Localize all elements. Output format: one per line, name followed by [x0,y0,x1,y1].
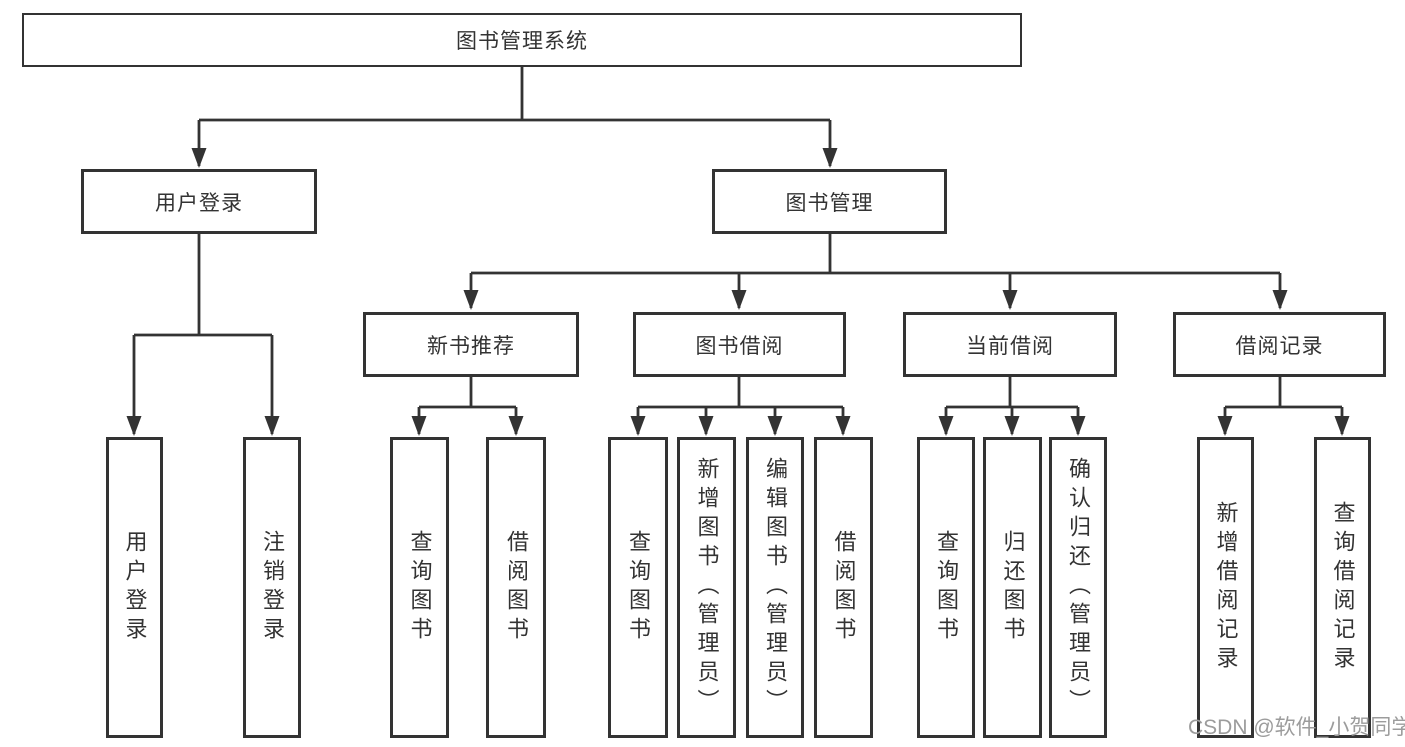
leaf-borrow-query-books: 查询图书 [608,437,668,738]
leaf-borrow-query-books-label: 查询图书 [626,529,651,646]
leaf-newbook-query-books: 查询图书 [390,437,449,738]
leaf-return-books: 归还图书 [983,437,1042,738]
leaf-edit-books-admin: 编辑图书（管理员） [746,437,804,738]
connector-borrow-records-stem [1225,377,1342,409]
connector-current-borrow-stem [946,377,1078,409]
node-new-book-recommend-label: 新书推荐 [427,334,515,358]
leaf-return-books-label: 归还图书 [1000,529,1026,646]
leaf-query-borrow-record-label: 查询借阅记录 [1330,500,1356,675]
leaf-edit-books-admin-label: 编辑图书（管理员） [763,457,788,718]
leaf-add-borrow-record-label: 新增借阅记录 [1213,500,1239,675]
node-current-borrow: 当前借阅 [903,312,1117,377]
leaf-confirm-return-admin-label: 确认归还（管理员） [1066,457,1091,718]
connector-book-borrow-stem [638,377,843,409]
leaf-confirm-return-admin: 确认归还（管理员） [1049,437,1107,738]
leaf-borrow-books-label: 借阅图书 [831,529,857,646]
connector-new-book-stem [419,377,516,409]
leaf-add-books-admin: 新增图书（管理员） [677,437,736,738]
leaf-logout-label: 注销登录 [260,529,285,646]
leaf-logout: 注销登录 [243,437,301,738]
leaf-newbook-borrow-books-label: 借阅图书 [504,529,529,646]
node-user-login-label: 用户登录 [155,191,243,215]
node-current-borrow-label: 当前借阅 [966,334,1054,358]
leaf-add-books-admin-label: 新增图书（管理员） [694,457,720,718]
leaf-user-login-label: 用户登录 [122,529,148,646]
connector-root-stem [199,67,830,122]
node-book-management-label: 图书管理 [785,191,874,215]
leaf-query-borrow-record: 查询借阅记录 [1314,437,1371,738]
node-book-borrow-label: 图书借阅 [695,334,784,358]
leaf-add-borrow-record: 新增借阅记录 [1197,437,1254,738]
node-borrow-records: 借阅记录 [1173,312,1386,377]
leaf-newbook-query-books-label: 查询图书 [407,529,433,646]
leaf-current-query-books-label: 查询图书 [934,529,959,646]
node-borrow-records-label: 借阅记录 [1235,334,1324,358]
node-book-borrow: 图书借阅 [633,312,846,377]
node-user-login: 用户登录 [81,169,317,234]
connector-book-management-stem [471,234,1280,275]
connector-user-login-stem [134,233,272,337]
csdn-watermark: CSDN @软件_小贺同学 [1188,716,1405,739]
node-library-system-label: 图书管理系统 [456,30,588,53]
leaf-current-query-books: 查询图书 [917,437,975,738]
node-new-book-recommend: 新书推荐 [363,312,579,377]
leaf-borrow-books: 借阅图书 [814,437,873,738]
node-book-management: 图书管理 [712,169,947,234]
leaf-user-login: 用户登录 [106,437,163,738]
leaf-newbook-borrow-books: 借阅图书 [486,437,546,738]
node-library-system: 图书管理系统 [22,13,1022,67]
